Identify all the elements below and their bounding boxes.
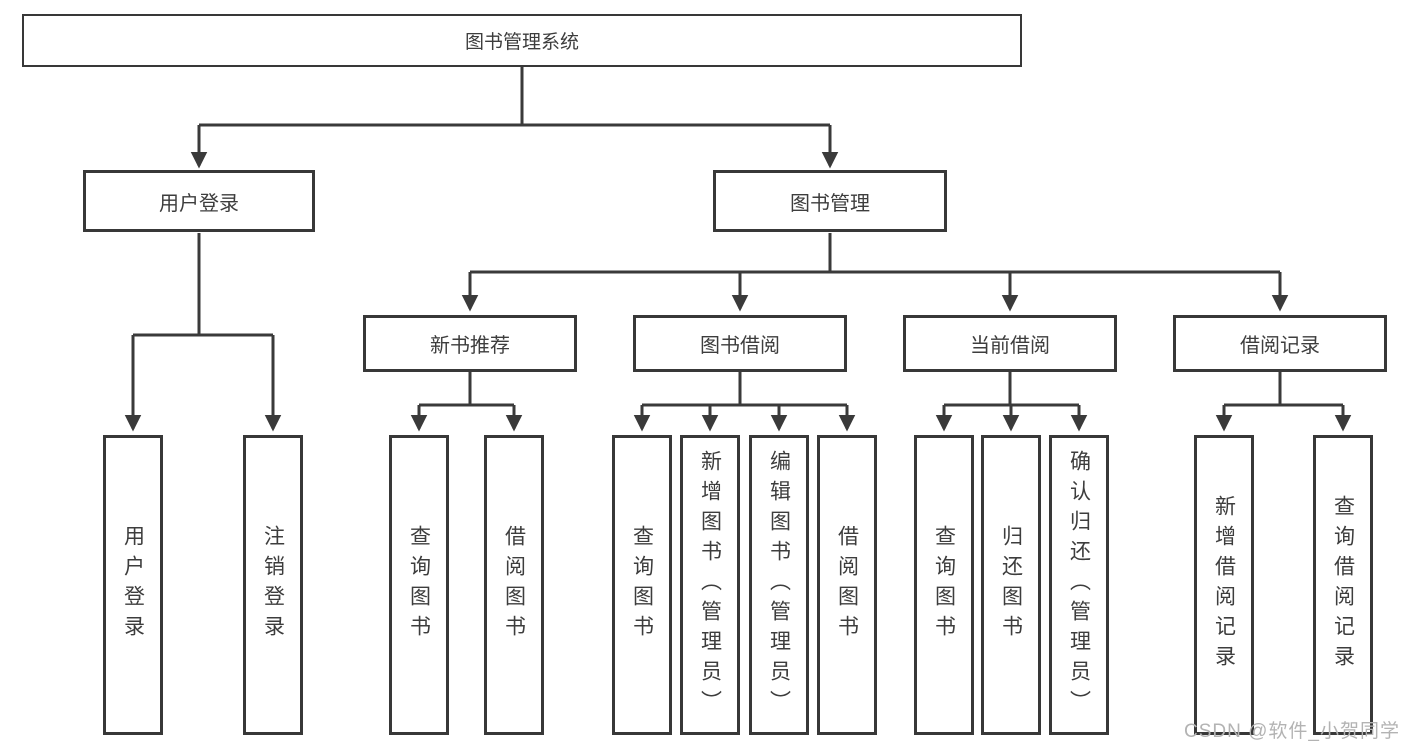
node-current-borrow: 当前借阅 [903, 315, 1117, 372]
node-book-management: 图书管理 [713, 170, 947, 232]
edges-new-book-recommend-children [410, 372, 523, 432]
node-label: 图书管理 [790, 192, 870, 215]
edges-root-to-level2 [190, 67, 839, 169]
leaf-query-books-recommend: 查询图书 [389, 435, 449, 735]
node-label: 当前借阅 [970, 335, 1050, 357]
edges-current-borrow-children [935, 372, 1088, 432]
node-root-label: 图书管理系统 [464, 32, 579, 53]
leaf-label: 注销登录 [261, 525, 285, 645]
leaf-edit-book-admin: 编辑图书（管理员） [749, 435, 809, 735]
leaf-add-borrow-record: 新增借阅记录 [1194, 435, 1254, 735]
leaf-add-book-admin: 新增图书（管理员） [680, 435, 740, 735]
leaf-label: 新增图书（管理员） [698, 450, 722, 720]
leaf-label: 查询图书 [630, 525, 654, 645]
leaf-label: 用户登录 [121, 525, 145, 645]
leaf-query-borrow-record: 查询借阅记录 [1313, 435, 1373, 735]
leaf-label: 借阅图书 [502, 525, 526, 645]
node-label: 用户登录 [159, 192, 239, 215]
leaf-label: 归还图书 [999, 525, 1023, 645]
leaf-label: 编辑图书（管理员） [767, 450, 791, 720]
node-user-login: 用户登录 [83, 170, 315, 232]
leaf-user-login: 用户登录 [103, 435, 163, 735]
leaf-query-books-borrow: 查询图书 [612, 435, 672, 735]
node-borrow-records: 借阅记录 [1173, 315, 1387, 372]
edges-borrow-records-children [1215, 372, 1352, 432]
leaf-label: 确认归还（管理员） [1067, 450, 1091, 720]
csdn-watermark: CSDN @软件_小贺同学 [1184, 721, 1400, 742]
node-root: 图书管理系统 [22, 14, 1022, 67]
edges-user-login-children [124, 233, 282, 432]
leaf-borrow-books-borrow: 借阅图书 [817, 435, 877, 735]
edges-book-management-children [461, 233, 1289, 312]
leaf-label: 新增借阅记录 [1212, 495, 1236, 675]
leaf-query-books-current: 查询图书 [914, 435, 974, 735]
node-book-borrow: 图书借阅 [633, 315, 847, 372]
leaf-confirm-return-admin: 确认归还（管理员） [1049, 435, 1109, 735]
leaf-label: 借阅图书 [835, 525, 859, 645]
node-label: 图书借阅 [700, 335, 780, 357]
leaf-label: 查询借阅记录 [1331, 495, 1355, 675]
leaf-borrow-books-recommend: 借阅图书 [484, 435, 544, 735]
node-label: 借阅记录 [1240, 335, 1320, 357]
edges-book-borrow-children [633, 372, 856, 432]
leaf-logout: 注销登录 [243, 435, 303, 735]
leaf-label: 查询图书 [407, 525, 431, 645]
leaf-label: 查询图书 [932, 525, 956, 645]
node-label: 新书推荐 [430, 335, 510, 357]
node-new-book-recommend: 新书推荐 [363, 315, 577, 372]
leaf-return-books: 归还图书 [981, 435, 1041, 735]
